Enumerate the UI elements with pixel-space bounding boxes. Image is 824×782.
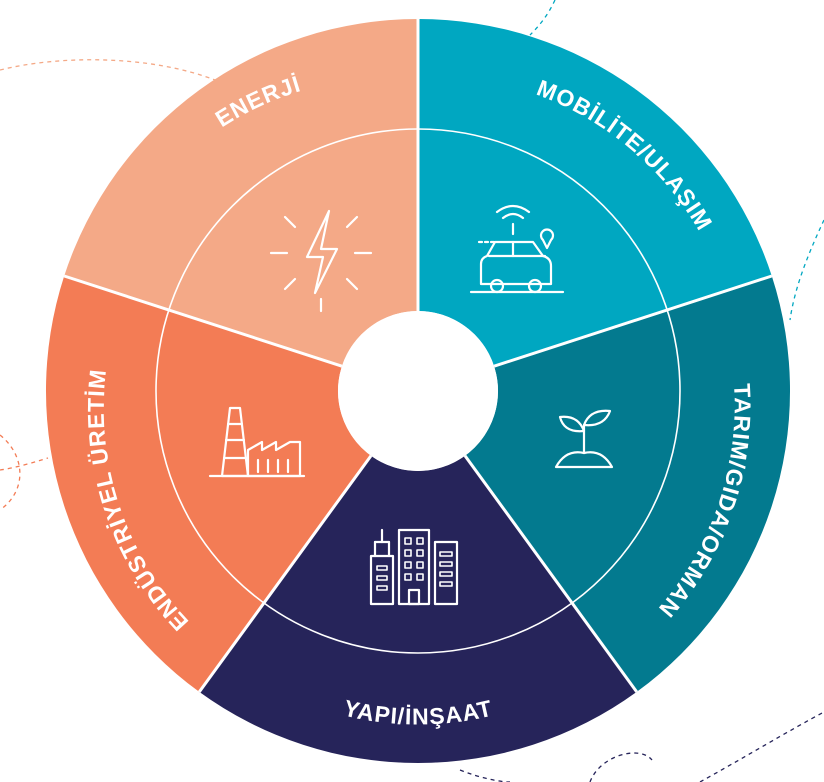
connected-car-icon — [469, 204, 565, 294]
wedge-yapi[interactable] — [199, 455, 637, 763]
decor-dash-top-left — [0, 59, 216, 81]
decor-dash-bottom-right — [589, 752, 653, 782]
wheel-wedges — [45, 19, 791, 763]
lightning-icon — [269, 209, 373, 313]
factory-icon — [208, 406, 306, 478]
wedge-mobilite[interactable] — [418, 19, 772, 367]
decor-dash-bottom — [459, 769, 511, 782]
decor-dash-left-line — [0, 457, 49, 471]
decor-dash-right — [789, 219, 824, 321]
decor-dash-top-right — [529, 0, 556, 36]
wedge-endustriyel[interactable] — [45, 276, 371, 692]
sprout-icon — [554, 409, 614, 469]
wedge-enerji[interactable] — [64, 19, 418, 367]
decor-dash-left — [0, 434, 21, 511]
center-circle — [338, 311, 498, 471]
wedge-dividers — [63, 19, 773, 693]
inner-ring — [155, 128, 681, 654]
decor-dash-bottom-right-2 — [699, 711, 824, 782]
buildings-icon — [369, 528, 459, 606]
wedge-tarim[interactable] — [465, 276, 791, 692]
